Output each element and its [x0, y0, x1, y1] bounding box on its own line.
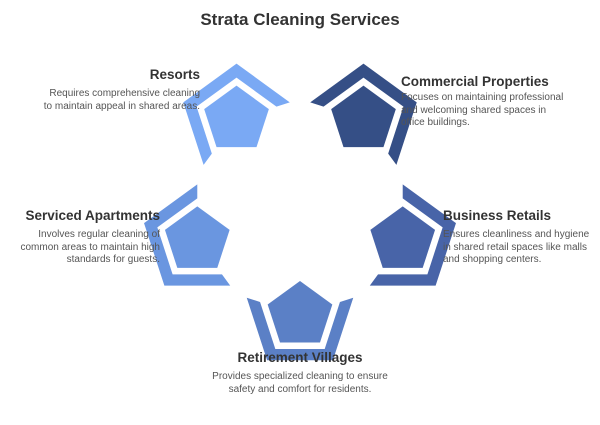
- description-business-retails: Ensures cleanliness and hygiene in share…: [443, 229, 590, 265]
- pentagon-commercial: [331, 85, 396, 148]
- pentagon-resorts: [204, 85, 269, 148]
- pentagon-retirement: [267, 281, 333, 343]
- chevron-band-commercial: [310, 63, 417, 165]
- heading-commercial-properties: Commercial Properties: [401, 74, 549, 89]
- label-retirement-villages: Retirement Villages Provides specialized…: [200, 350, 400, 396]
- description-commercial-properties: Focuses on maintaining professional and …: [401, 92, 564, 128]
- heading-retirement-villages: Retirement Villages: [237, 350, 363, 365]
- label-business-retails: Business Retails Ensures cleanliness and…: [443, 208, 593, 267]
- chevron-band-resorts: [183, 63, 290, 165]
- pentagon-serviced: [164, 206, 230, 268]
- label-commercial-properties: Commercial Properties Focuses on maintai…: [401, 74, 571, 130]
- chevron-band-business: [369, 184, 456, 286]
- chevron-band-retirement: [246, 297, 354, 361]
- chevron-band-serviced: [144, 184, 231, 286]
- pentagon-business: [370, 206, 436, 268]
- description-resorts: Requires comprehensive cleaning to maint…: [43, 88, 200, 112]
- heading-serviced-apartments: Serviced Apartments: [25, 208, 160, 223]
- heading-resorts: Resorts: [149, 67, 200, 82]
- diagram-title: Strata Cleaning Services: [200, 10, 400, 29]
- heading-business-retails: Business Retails: [443, 208, 552, 223]
- label-resorts: Resorts Requires comprehensive cleaning …: [40, 67, 200, 113]
- description-retirement-villages: Provides specialized cleaning to ensure …: [212, 371, 388, 395]
- label-serviced-apartments: Serviced Apartments Involves regular cle…: [8, 208, 160, 267]
- description-serviced-apartments: Involves regular cleaning of common area…: [20, 229, 160, 265]
